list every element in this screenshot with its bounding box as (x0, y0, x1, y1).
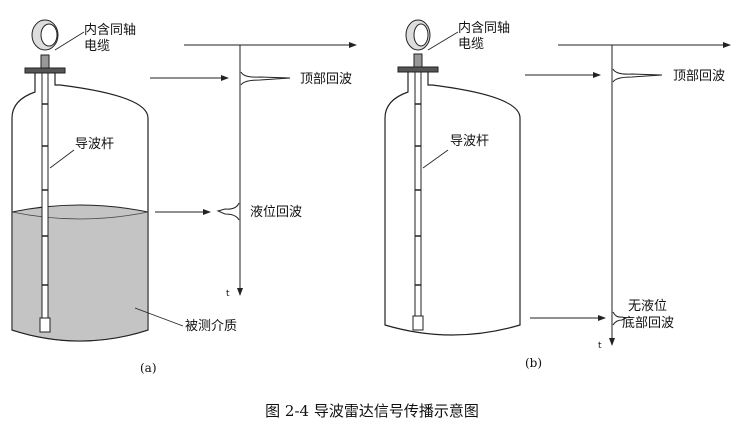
guided-rod-a (41, 72, 49, 322)
gauge-head-a (31, 19, 59, 51)
figure-caption: 图 2-4 导波雷达信号传播示意图 (265, 402, 479, 420)
level-echo-label: 液位回波 (250, 205, 302, 220)
top-echo-b (612, 68, 663, 83)
cable-label-b: 内含同轴 (458, 20, 510, 36)
guided-rod-b (414, 71, 422, 319)
top-echo-a (240, 71, 291, 86)
bottom-echo-label: 底部回波 (622, 315, 674, 331)
cable-label-a-2: 电缆 (84, 38, 110, 54)
panel-b: 内含同轴 电缆 导波杆 t 顶部回波 无液位 底部回波 (b) (384, 19, 731, 370)
liquid-a (11, 204, 149, 342)
flange-a (24, 67, 66, 74)
probe-end-b (412, 315, 424, 331)
bottom-echo (612, 311, 628, 326)
probe-end-a (39, 317, 51, 333)
medium-label: 被测介质 (185, 319, 237, 334)
top-echo-label-a: 顶部回波 (300, 72, 352, 87)
gauge-head-b (405, 19, 431, 51)
flange-b (397, 66, 439, 73)
level-echo (216, 202, 240, 221)
axis-t-a: t (226, 289, 230, 299)
panel-label-a: (a) (140, 361, 157, 375)
rod-label-b: 导波杆 (450, 134, 489, 149)
no-level-label: 无液位 (628, 299, 667, 314)
panel-a: 内含同轴 电缆 导波杆 被测介质 t 顶部回波 液位回波 (a) (11, 19, 357, 375)
cable-label-b-2: 电缆 (458, 36, 484, 52)
axis-t-b: t (598, 341, 602, 351)
rod-label-a: 导波杆 (75, 137, 114, 152)
top-echo-label-b: 顶部回波 (673, 69, 725, 84)
tank-b (384, 72, 521, 336)
panel-label-b: (b) (525, 356, 542, 370)
cable-label-a: 内含同轴 (84, 22, 136, 38)
